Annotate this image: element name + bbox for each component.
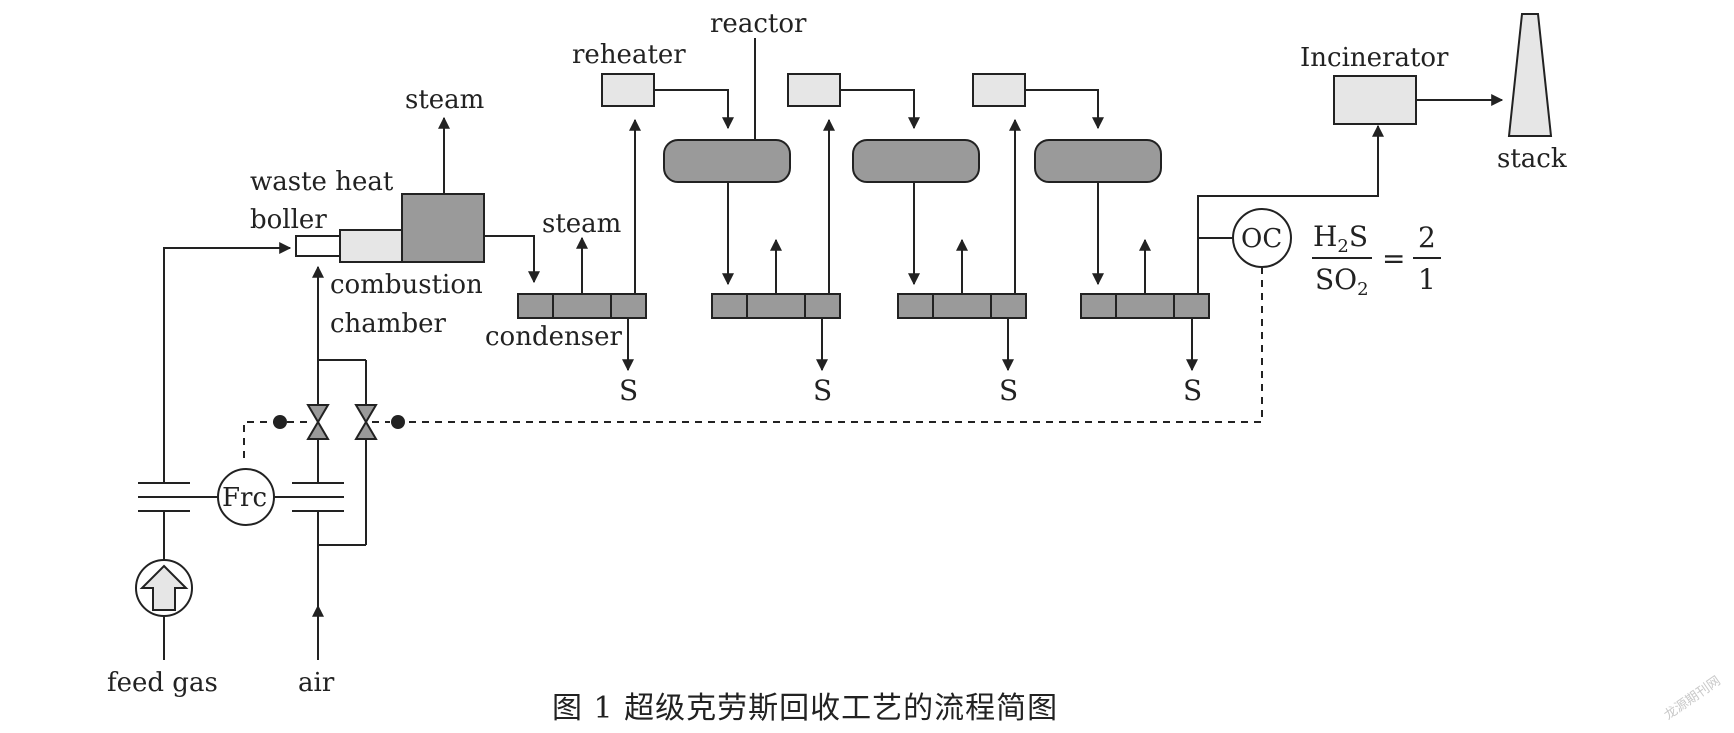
watermark: 龙源期刊网 bbox=[1662, 674, 1724, 724]
valve-2-lower bbox=[354, 420, 378, 440]
stage-4: S bbox=[1080, 124, 1384, 407]
air-label: air bbox=[298, 668, 335, 698]
incinerator-group: Incinerator stack bbox=[1300, 13, 1567, 174]
h2s-so2-ratio: H2S SO2 = 2 1 bbox=[1312, 220, 1441, 300]
waste-heat-boiler bbox=[401, 193, 485, 263]
valve-1-lower bbox=[306, 420, 330, 440]
reactor-3 bbox=[1034, 139, 1162, 183]
frc-controller bbox=[217, 468, 275, 526]
boiler-label: boller bbox=[250, 205, 327, 235]
svg-text:SO2: SO2 bbox=[1315, 263, 1369, 300]
combustion-chamber bbox=[339, 229, 403, 263]
stage-1: steam condenser S reheater reactor bbox=[485, 9, 807, 407]
sulfur-label-2: S bbox=[813, 374, 832, 407]
reactor-1 bbox=[663, 139, 791, 183]
condenser-3 bbox=[897, 293, 1027, 319]
waste-heat-boiler-group: steam waste heat boller combustion chamb… bbox=[250, 85, 485, 339]
stack bbox=[1507, 13, 1553, 137]
reheater-1 bbox=[601, 73, 655, 107]
reheater-3 bbox=[972, 73, 1026, 107]
air-control-valves: air bbox=[292, 359, 378, 698]
stage-3: S bbox=[897, 73, 1162, 407]
feed-gas-group: Frc feed gas bbox=[107, 468, 292, 698]
condenser-2 bbox=[711, 293, 841, 319]
control-node-right bbox=[391, 415, 405, 429]
svg-text:H2S: H2S bbox=[1313, 220, 1368, 257]
condenser-1 bbox=[517, 293, 647, 319]
burner bbox=[295, 235, 341, 257]
feed-gas-label: feed gas bbox=[107, 668, 218, 698]
oc-label: OC bbox=[1241, 224, 1282, 254]
reactor-2 bbox=[852, 139, 980, 183]
reactor-label: reactor bbox=[710, 9, 807, 39]
oc-analyzer: OC bbox=[1232, 208, 1292, 268]
incinerator-label: Incinerator bbox=[1300, 43, 1449, 73]
incinerator bbox=[1333, 75, 1417, 125]
condenser-4 bbox=[1080, 293, 1210, 319]
steam-condenser-label: steam bbox=[542, 209, 621, 239]
sulfur-label-1: S bbox=[619, 374, 638, 407]
combustion-label: combustion bbox=[330, 270, 483, 300]
sulfur-label-3: S bbox=[999, 374, 1018, 407]
waste-heat-label: waste heat bbox=[250, 167, 394, 197]
control-node-left bbox=[273, 415, 287, 429]
reheater-2 bbox=[787, 73, 841, 107]
steam-top-label: steam bbox=[405, 85, 484, 115]
figure-caption: 图 1 超级克劳斯回收工艺的流程简图 bbox=[552, 691, 1058, 726]
sulfur-label-4: S bbox=[1183, 374, 1202, 407]
condenser-label: condenser bbox=[485, 322, 622, 352]
valve-1 bbox=[306, 404, 330, 424]
svg-text:1: 1 bbox=[1418, 263, 1436, 296]
stage-2: S bbox=[711, 73, 980, 407]
valve-2 bbox=[354, 404, 378, 424]
reheater-label: reheater bbox=[572, 40, 686, 70]
pump-arrow-icon bbox=[139, 564, 189, 611]
chamber-label: chamber bbox=[330, 309, 446, 339]
frc-label: Frc bbox=[222, 483, 267, 513]
svg-text:2: 2 bbox=[1418, 221, 1436, 254]
svg-text:=: = bbox=[1382, 242, 1405, 275]
stack-label: stack bbox=[1497, 144, 1567, 174]
